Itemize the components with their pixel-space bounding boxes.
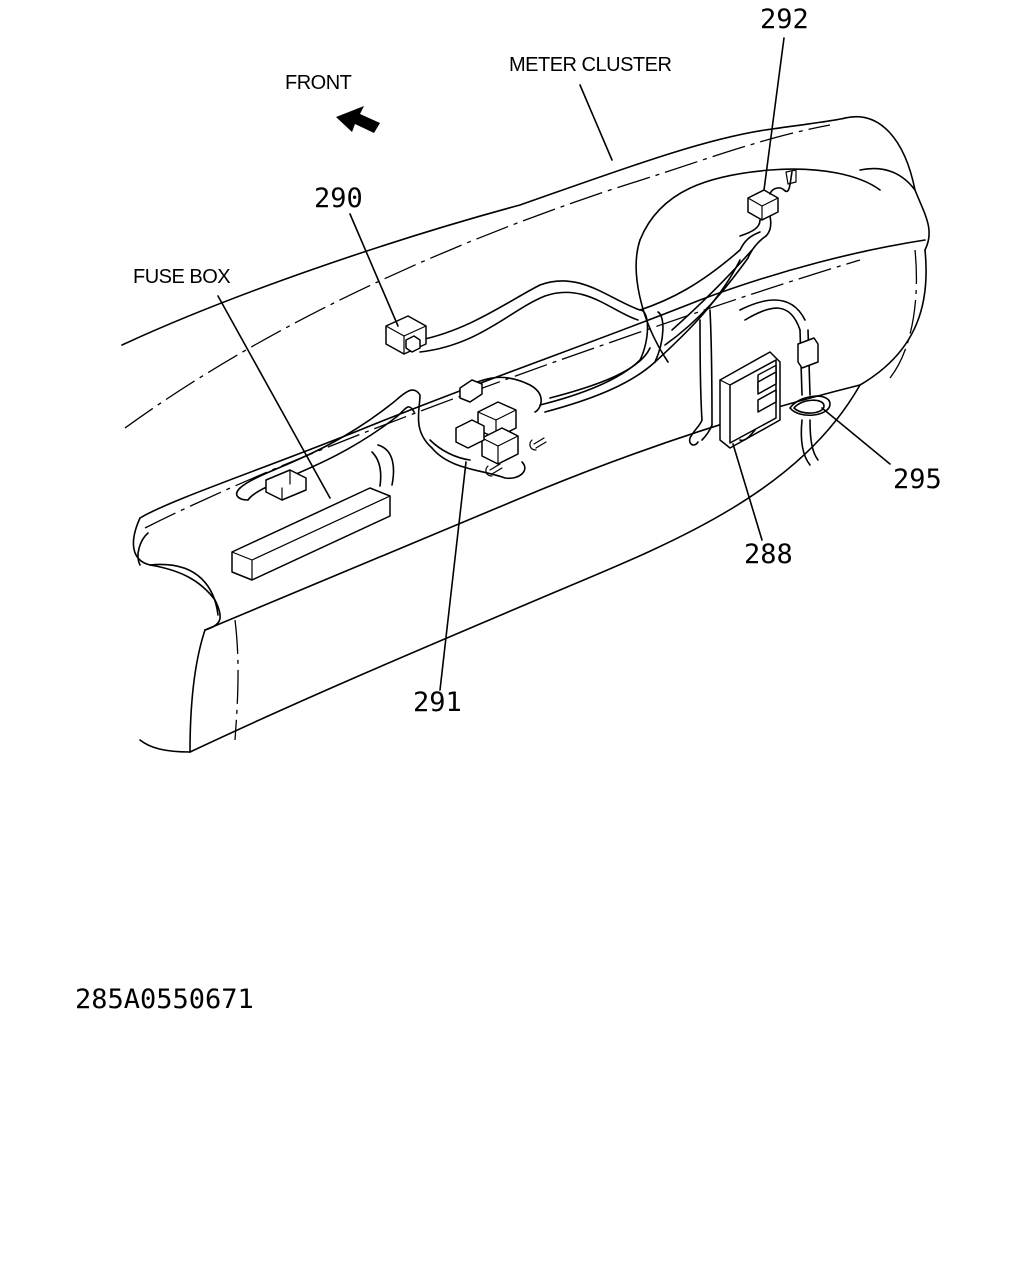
callout-288: 288 bbox=[744, 539, 793, 570]
callout-291: 291 bbox=[413, 687, 462, 718]
callout-292: 292 bbox=[760, 4, 809, 35]
grommet-295 bbox=[789, 329, 831, 466]
relay-290 bbox=[385, 315, 427, 355]
connector-292 bbox=[739, 169, 797, 237]
dashboard-outline bbox=[121, 115, 930, 753]
callout-290: 290 bbox=[314, 183, 363, 214]
relays-291 bbox=[455, 379, 547, 477]
leader-lines bbox=[217, 37, 891, 691]
meter-cluster-label: METER CLUSTER bbox=[509, 54, 671, 76]
drawing-code: 285A0550671 bbox=[75, 984, 254, 1015]
callout-295: 295 bbox=[893, 464, 942, 495]
fuse-box-label: FUSE BOX bbox=[133, 266, 230, 288]
wiring-harness bbox=[419, 231, 806, 480]
front-label: FRONT bbox=[285, 72, 352, 94]
fuse-box bbox=[231, 389, 433, 581]
front-arrow-icon bbox=[336, 106, 380, 133]
switch-288 bbox=[688, 351, 781, 449]
